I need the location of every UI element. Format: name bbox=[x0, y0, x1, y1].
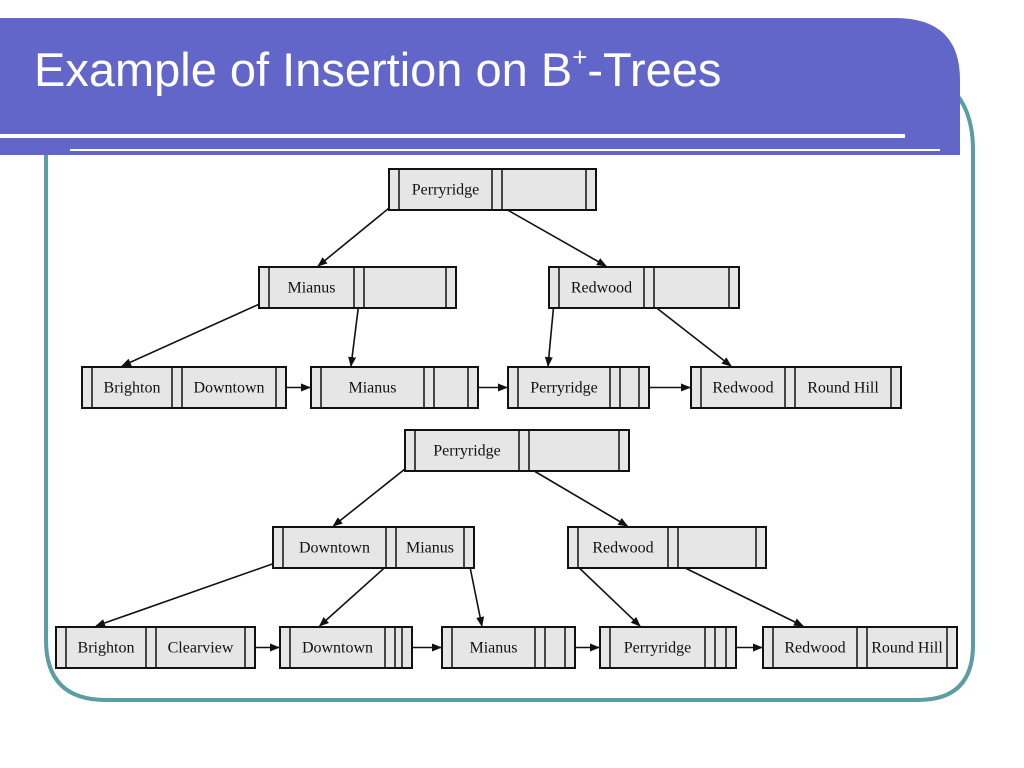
tree-pointer-arrow bbox=[523, 464, 629, 527]
node-key: Perryridge bbox=[624, 640, 692, 657]
node-key: Perryridge bbox=[433, 443, 501, 460]
tree-pointer-arrow bbox=[348, 301, 360, 367]
node-key: Round Hill bbox=[807, 380, 879, 397]
after-leaf-node: Brighton Clearview bbox=[55, 626, 256, 669]
node-key: Brighton bbox=[78, 640, 135, 657]
after-internal-node: Redwood bbox=[567, 526, 767, 569]
node-key: Perryridge bbox=[412, 182, 480, 199]
node-key: Brighton bbox=[104, 380, 161, 397]
node-key: Redwood bbox=[571, 280, 632, 297]
node-key: Mianus bbox=[470, 640, 518, 657]
after-root-node: Perryridge bbox=[404, 429, 630, 472]
title-bar bbox=[0, 18, 960, 155]
content-frame bbox=[44, 78, 975, 702]
node-box bbox=[507, 366, 650, 409]
tree-pointer-arrow bbox=[317, 203, 395, 267]
before-leaf-node: Mianus bbox=[310, 366, 479, 409]
tree-pointer-arrow bbox=[572, 561, 641, 627]
tree-pointer-arrow bbox=[121, 301, 265, 367]
after-leaf-node: Perryridge bbox=[599, 626, 737, 669]
after-leaf-node: Redwood Round Hill bbox=[762, 626, 958, 669]
before-leaf-node: Brighton Downtown bbox=[81, 366, 287, 409]
after-leaf-node: Downtown bbox=[279, 626, 413, 669]
node-key: Mianus bbox=[288, 280, 336, 297]
after-leaf-node: Mianus bbox=[441, 626, 576, 669]
node-key: Mianus bbox=[349, 380, 397, 397]
tree-pointer-arrow bbox=[648, 301, 732, 367]
node-key: Redwood bbox=[784, 640, 845, 657]
tree-pointer-arrow bbox=[318, 561, 392, 627]
node-key: Downtown bbox=[299, 540, 370, 557]
before-leaf-node: Perryridge bbox=[507, 366, 650, 409]
tree-pointer-arrow bbox=[468, 561, 485, 627]
node-box bbox=[279, 626, 413, 669]
node-key: Clearview bbox=[168, 640, 234, 657]
tree-pointer-arrow bbox=[496, 203, 607, 267]
node-key: Mianus bbox=[406, 540, 454, 557]
node-key: Redwood bbox=[592, 540, 653, 557]
after-internal-node: Downtown Mianus bbox=[272, 526, 475, 569]
tree-pointer-arrow bbox=[332, 464, 411, 527]
node-box bbox=[258, 266, 457, 309]
slide-title: Example of Insertion on B+-Trees bbox=[34, 42, 722, 96]
node-box bbox=[690, 366, 902, 409]
node-key: Perryridge bbox=[530, 380, 598, 397]
tree-pointer-arrow bbox=[544, 301, 555, 367]
node-key: Round Hill bbox=[871, 640, 943, 657]
before-internal-node: Redwood bbox=[548, 266, 740, 309]
node-key: Redwood bbox=[712, 380, 773, 397]
node-box bbox=[567, 526, 767, 569]
node-key: Downtown bbox=[193, 380, 264, 397]
before-leaf-node: Redwood Round Hill bbox=[690, 366, 902, 409]
tree-pointer-arrow bbox=[672, 561, 804, 627]
tree-pointer-arrow bbox=[95, 561, 279, 627]
before-root-node: Perryridge bbox=[388, 168, 597, 211]
node-box bbox=[310, 366, 479, 409]
node-box bbox=[762, 626, 958, 669]
node-key: Downtown bbox=[302, 640, 373, 657]
before-internal-node: Mianus bbox=[258, 266, 457, 309]
